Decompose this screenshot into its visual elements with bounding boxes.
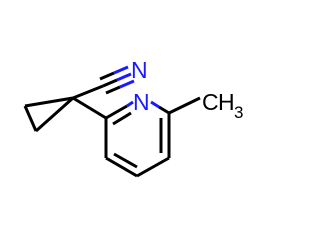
bond-triple-3n bbox=[119, 79, 135, 89]
bond-c6-methyl bbox=[168, 96, 201, 115]
bond-triple-3 bbox=[105, 85, 121, 95]
methyl-hydrogen-label: H bbox=[218, 89, 235, 115]
nitrile-nitrogen-label: N bbox=[131, 57, 148, 83]
bond-triple-2n bbox=[113, 65, 129, 75]
molecule-structure: N N C H 3 bbox=[23, 57, 243, 178]
bond-cp-bottom bbox=[35, 96, 74, 133]
bond-c-pyr bbox=[72, 96, 107, 120]
bond-c4-c3 bbox=[105, 156, 138, 178]
bond-c2-n bbox=[105, 104, 128, 120]
methyl-carbon-label: C bbox=[202, 89, 219, 115]
pyridine-nitrogen-label: N bbox=[133, 89, 150, 115]
methyl-hydrogen-count: 3 bbox=[234, 103, 243, 122]
bond-cp-top bbox=[24, 96, 74, 108]
bond-triple-2 bbox=[99, 71, 115, 81]
bond-c2-n-inner bbox=[112, 111, 132, 126]
bond-triple-1n bbox=[116, 72, 132, 82]
bond-triple-1 bbox=[102, 78, 118, 88]
bond-n-c6-black bbox=[158, 105, 170, 115]
bond-n-c6 bbox=[150, 100, 160, 109]
bond-c-cn bbox=[72, 84, 104, 100]
bond-c2-n-blue bbox=[126, 100, 134, 108]
bond-c5-c4 bbox=[136, 156, 170, 178]
bond-cp-left bbox=[23, 105, 38, 132]
molecule-canvas: N N C H 3 bbox=[23, 57, 243, 178]
bond-c4-c3-inner bbox=[113, 152, 138, 169]
